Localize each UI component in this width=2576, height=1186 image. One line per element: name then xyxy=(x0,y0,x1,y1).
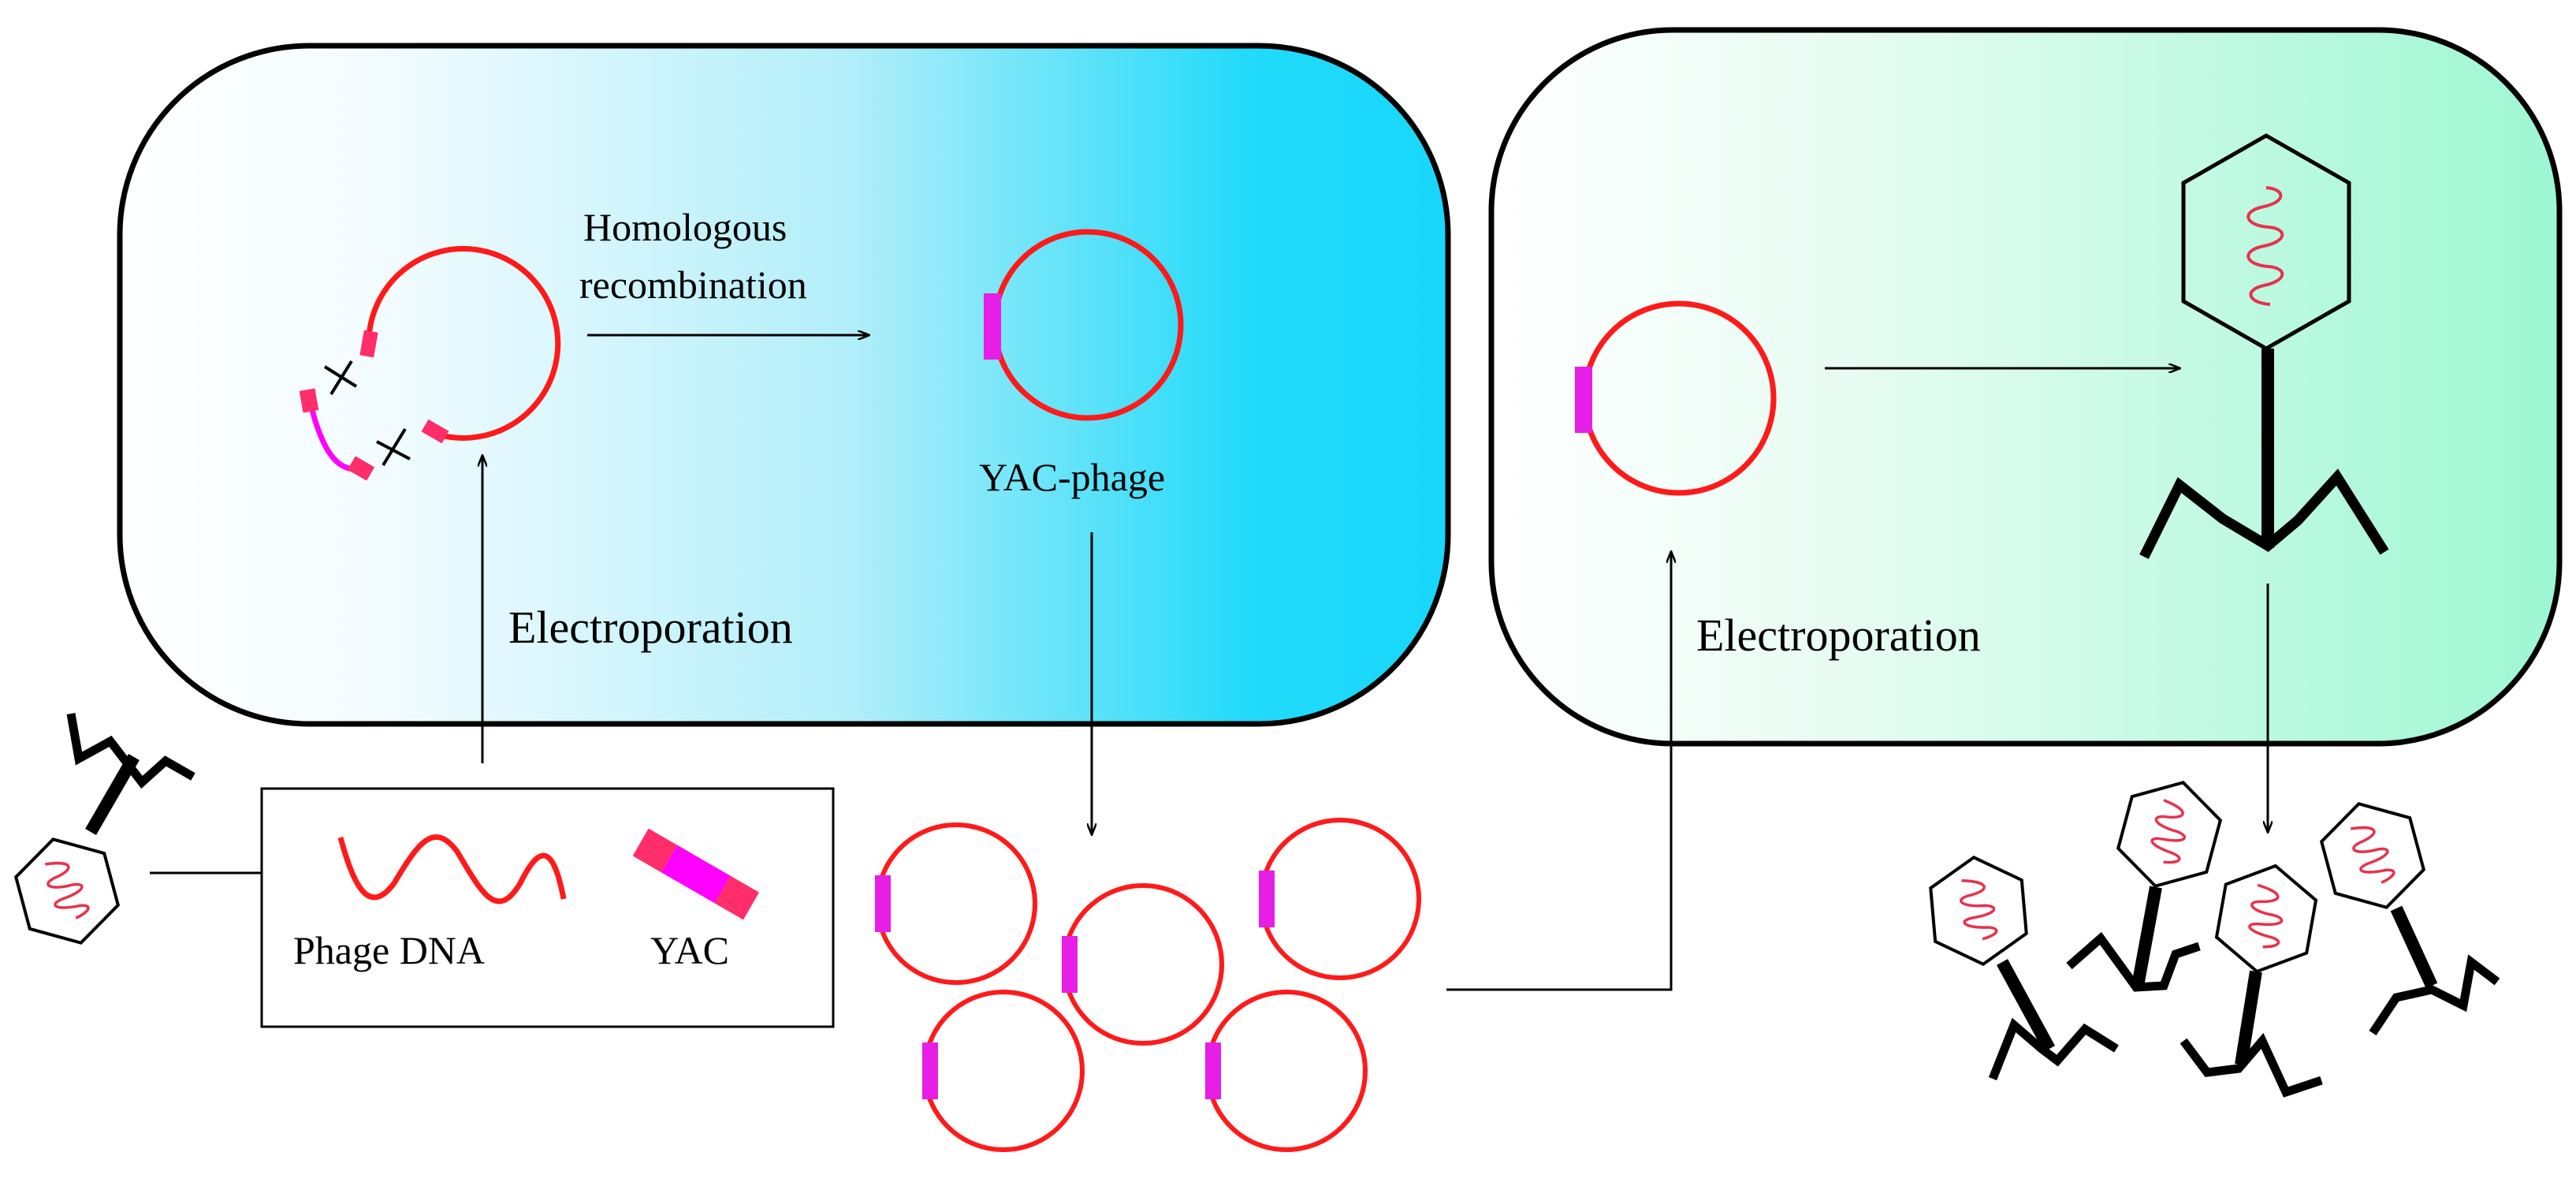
recombination-label: recombination xyxy=(579,263,807,307)
phage-icon xyxy=(2180,856,2323,1098)
yac-phage-label: YAC-phage xyxy=(979,455,1165,499)
phage-icon xyxy=(2313,790,2500,1036)
electroporation-label-2: Electroporation xyxy=(1696,610,1981,661)
phage-dna-squiggle xyxy=(337,834,567,904)
phage-dna-label: Phage DNA xyxy=(293,928,485,972)
yac-phage-population xyxy=(875,820,1419,1150)
released-phages xyxy=(1926,769,2500,1098)
host-cell-2 xyxy=(1488,27,2563,747)
host-cell-1 xyxy=(117,43,1451,727)
phage-icon xyxy=(2066,769,2229,992)
yac-segment-icon xyxy=(632,828,760,920)
yac-phage-ring xyxy=(984,229,1184,421)
phage-icon-large xyxy=(2139,133,2389,559)
yac-label: YAC xyxy=(650,928,729,972)
homologous-label: Homologous xyxy=(583,205,787,249)
electroporation-label-1: Electroporation xyxy=(508,602,793,653)
arrow-electroporation-2 xyxy=(1446,552,1671,991)
phage-icon xyxy=(1926,852,2119,1081)
recombination-intermediate xyxy=(299,245,561,481)
yac-phage-ring-2 xyxy=(1575,300,1777,496)
phage-icon xyxy=(7,713,195,957)
crossover-icon xyxy=(323,360,411,467)
